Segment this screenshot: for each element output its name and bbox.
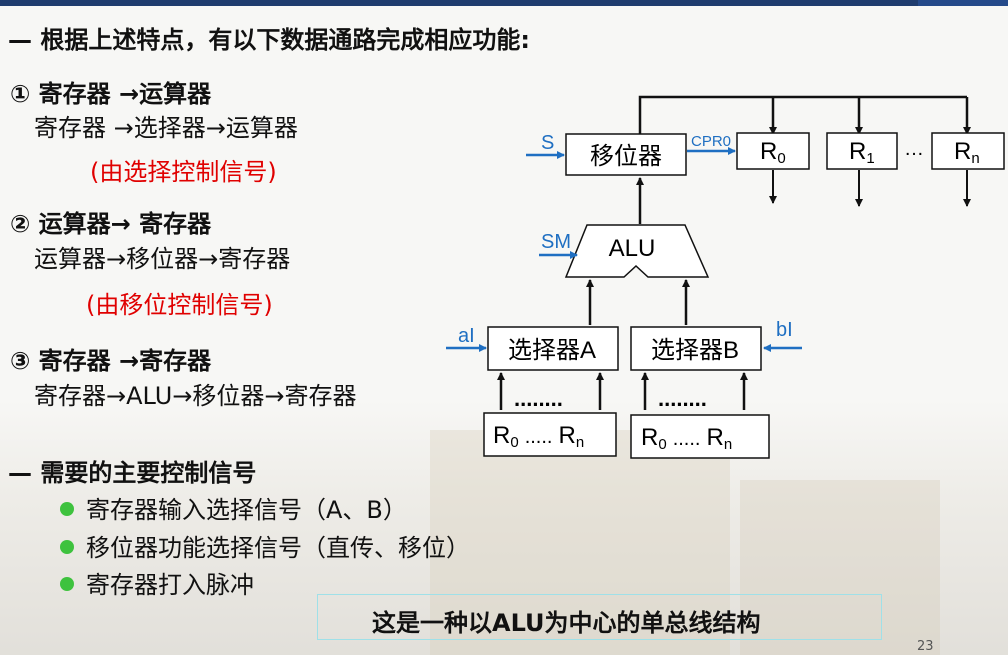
item-2-title: ② 运算器→ 寄存器 <box>10 210 212 238</box>
register-bank-b: R0.....Rn <box>630 414 770 459</box>
item-1-path: 寄存器 →选择器→运算器 <box>34 114 298 142</box>
shifter-box <box>565 133 687 176</box>
item-1-title: ① 寄存器 →运算器 <box>10 80 212 108</box>
summary-box <box>317 594 882 640</box>
selector-b-signal-label: bI <box>776 319 793 341</box>
selector-a-signal-label: aI <box>458 325 475 347</box>
background-building <box>430 430 730 655</box>
top-bus <box>638 95 971 144</box>
signal-item-3: 寄存器打入脉冲 <box>60 565 254 600</box>
register-bank-a: R0.....Rn <box>483 412 617 457</box>
register-rn: Rn <box>931 132 1005 170</box>
register-ellipsis: … <box>904 138 924 160</box>
bank-b-dots: ........ <box>658 386 707 411</box>
page-number: 23 <box>917 639 934 654</box>
svg-text:R0: R0 <box>760 138 786 167</box>
signal-item-1: 寄存器输入选择信号（A、B） <box>60 490 407 525</box>
selector-b-label: 选择器B <box>651 337 739 364</box>
top-bar-accent <box>918 0 1008 6</box>
signal-item-2: 移位器功能选择信号（直传、移位） <box>60 528 470 563</box>
bullet-icon <box>60 502 74 516</box>
signals-heading: — 需要的主要控制信号 <box>8 459 257 487</box>
bullet-icon <box>60 577 74 591</box>
selector-b-box <box>630 326 762 371</box>
cpr-label: CPR0 <box>691 133 731 150</box>
item-2-control: (由移位控制信号) <box>86 291 273 319</box>
item-3-title: ③ 寄存器 →寄存器 <box>10 347 212 375</box>
svg-text:R0.....Rn: R0.....Rn <box>641 424 732 453</box>
slide-heading: — 根据上述特点，有以下数据通路完成相应功能: <box>8 26 530 54</box>
selector-a-box <box>487 326 619 371</box>
bank-a-dots: ........ <box>514 386 563 411</box>
top-bar <box>0 0 1008 6</box>
svg-text:Rn: Rn <box>954 138 980 167</box>
register-r1: R1 <box>826 132 898 170</box>
item-3-path: 寄存器→ALU→移位器→寄存器 <box>34 382 357 410</box>
register-r0: R0 <box>736 132 810 170</box>
item-2-path: 运算器→移位器→寄存器 <box>34 245 291 273</box>
shifter-signal-label: S <box>541 132 554 154</box>
shifter-label: 移位器 <box>590 143 662 170</box>
svg-text:R1: R1 <box>849 138 875 167</box>
selector-a-label: 选择器A <box>508 337 596 364</box>
alu-shape <box>564 224 710 278</box>
summary-text: 这是一种以ALU为中心的单总线结构 <box>372 609 761 637</box>
item-1-control: (由选择控制信号) <box>90 158 277 186</box>
background-building-right <box>740 480 940 655</box>
svg-text:R0.....Rn: R0.....Rn <box>493 422 584 451</box>
alu-label: ALU <box>609 235 656 262</box>
alu-signal-label: SM <box>541 231 571 253</box>
bullet-icon <box>60 540 74 554</box>
